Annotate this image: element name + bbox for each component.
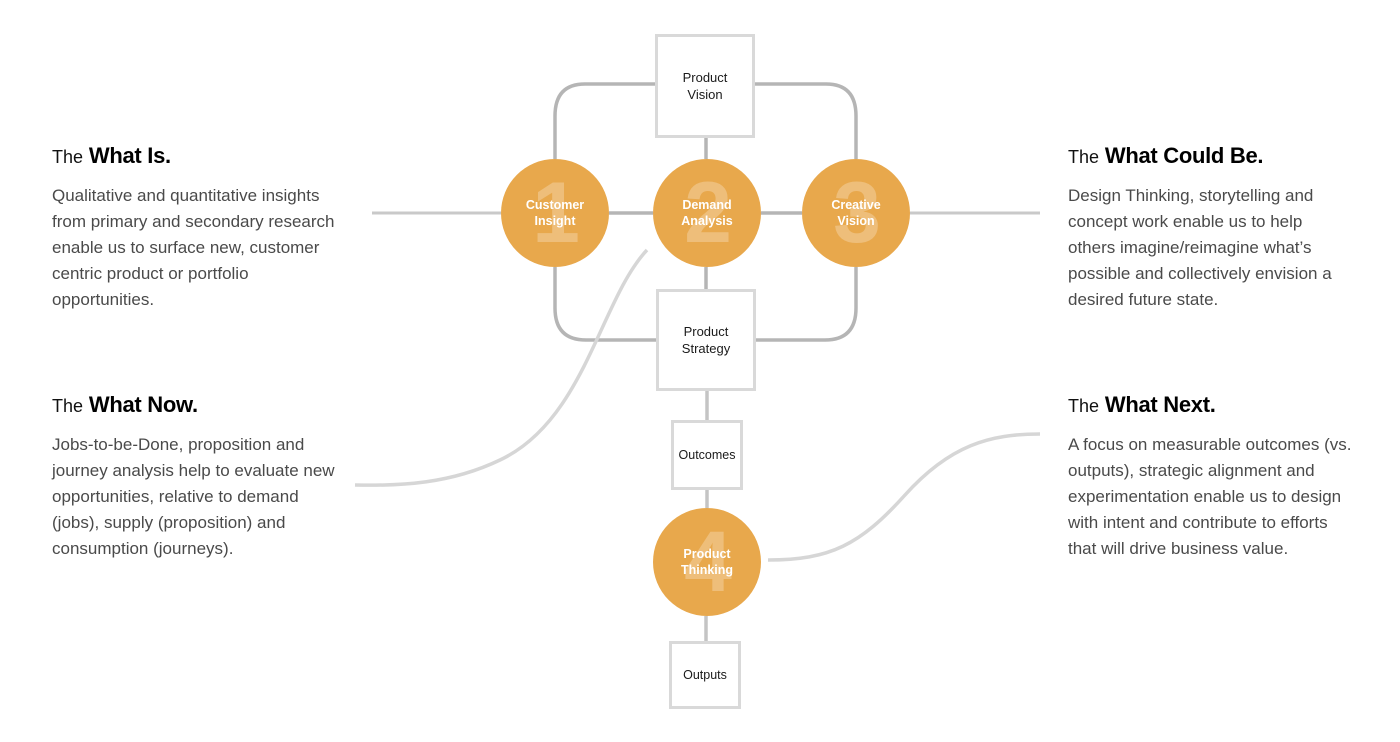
heading-strong: What Is. xyxy=(88,143,171,168)
circle-label: Creative Vision xyxy=(831,197,881,229)
heading-lead: The xyxy=(52,147,84,167)
node-circle-product-thinking: 4 Product Thinking xyxy=(653,508,761,616)
connector-scurve-left xyxy=(354,248,649,487)
heading-what-could-be: The What Could Be. xyxy=(1068,143,1354,169)
heading-lead: The xyxy=(1068,396,1100,416)
heading-lead: The xyxy=(52,396,84,416)
text-block-what-next: The What Next. A focus on measurable out… xyxy=(1068,392,1354,562)
circle-label: Demand Analysis xyxy=(681,197,733,229)
connector-vision-to-circle3-loop xyxy=(755,82,858,159)
body-what-could-be: Design Thinking, storytelling and concep… xyxy=(1068,186,1332,309)
heading-strong: What Now. xyxy=(88,392,198,417)
node-circle-creative-vision: 3 Creative Vision xyxy=(802,159,910,267)
heading-strong: What Could Be. xyxy=(1104,143,1264,168)
node-product-vision: Product Vision xyxy=(655,34,755,138)
text-block-what-could-be: The What Could Be. Design Thinking, stor… xyxy=(1068,143,1354,313)
node-circle-demand-analysis: 2 Demand Analysis xyxy=(653,159,761,267)
connector-scurve-right xyxy=(767,432,1041,562)
connector-circle1-to-strategy-loop xyxy=(553,267,656,342)
node-outputs: Outputs xyxy=(669,641,741,709)
body-what-is: Qualitative and quantitative insights fr… xyxy=(52,186,335,309)
body-what-next: A focus on measurable outcomes (vs. outp… xyxy=(1068,435,1352,558)
circle-label: Product Thinking xyxy=(680,546,734,578)
connector-circle3-to-strategy-loop xyxy=(756,267,858,342)
body-what-now: Jobs-to-be-Done, proposition and journey… xyxy=(52,435,335,558)
text-block-what-now: The What Now. Jobs-to-be-Done, propositi… xyxy=(52,392,344,562)
node-circle-customer-insight: 1 Customer Insight xyxy=(501,159,609,267)
text-block-what-is: The What Is. Qualitative and quantitativ… xyxy=(52,143,352,313)
connector-vision-to-circle1-loop xyxy=(553,82,655,159)
heading-what-now: The What Now. xyxy=(52,392,344,418)
heading-what-next: The What Next. xyxy=(1068,392,1354,418)
heading-lead: The xyxy=(1068,147,1100,167)
heading-strong: What Next. xyxy=(1104,392,1216,417)
node-outcomes: Outcomes xyxy=(671,420,743,490)
circle-label: Customer Insight xyxy=(525,197,585,229)
node-product-strategy: Product Strategy xyxy=(656,289,756,391)
heading-what-is: The What Is. xyxy=(52,143,352,169)
